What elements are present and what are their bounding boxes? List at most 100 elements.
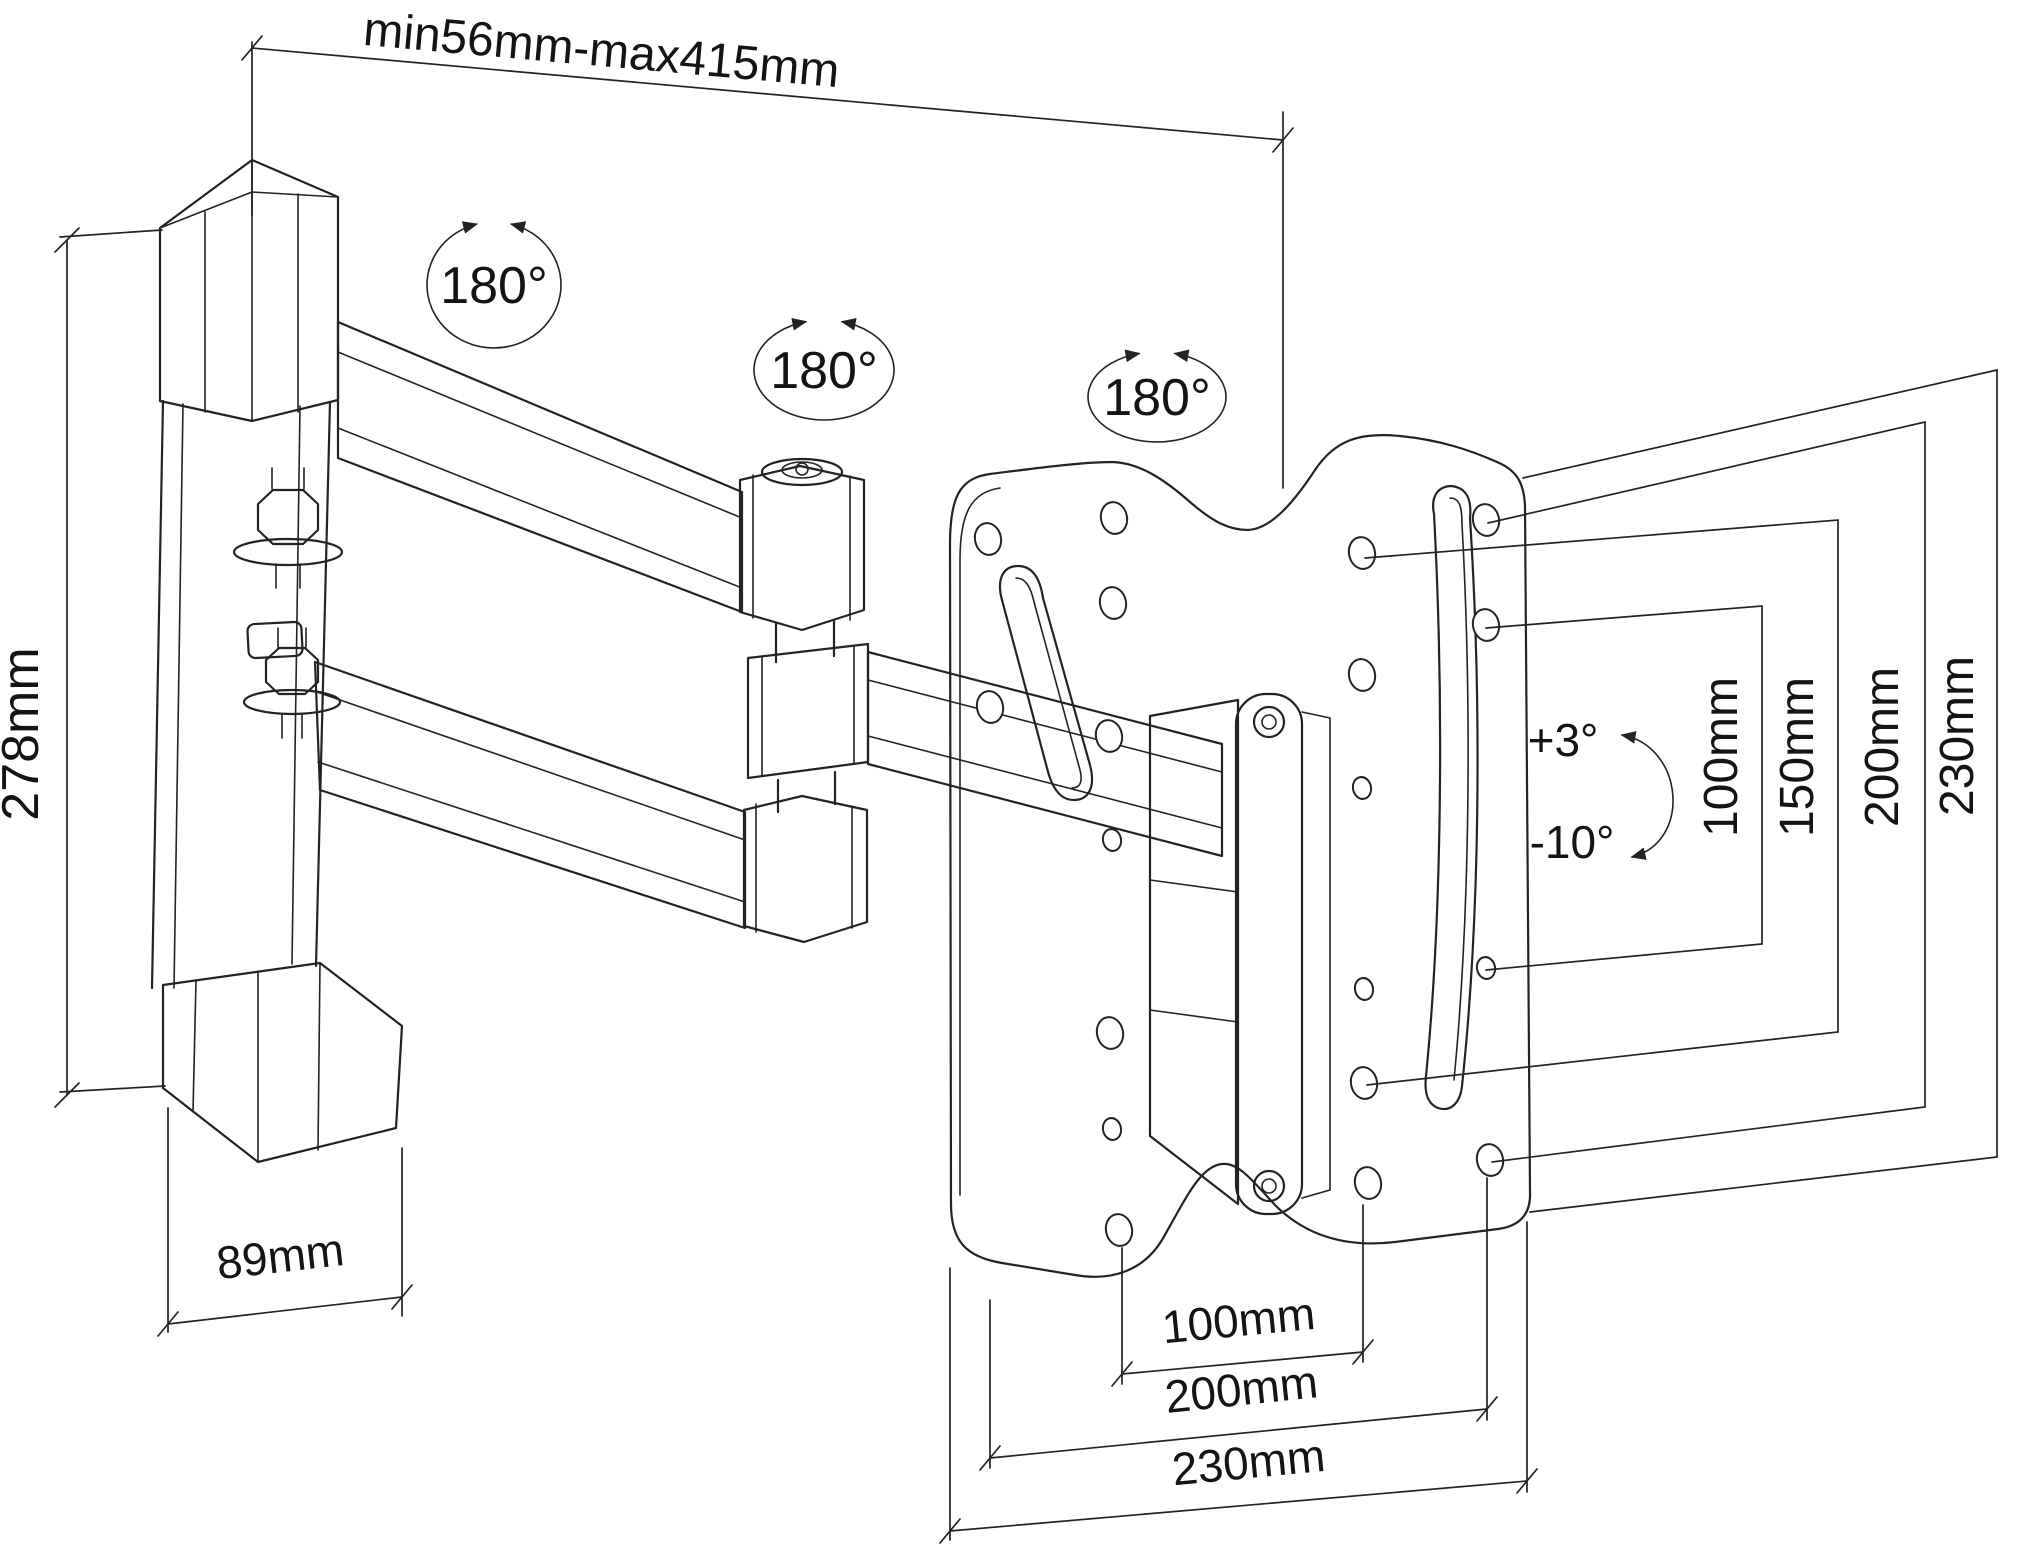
- lower-arm-outline: [313, 660, 747, 930]
- dim-ext-lines: [949, 1177, 1528, 1541]
- wall-bracket-top-cap-panels: [204, 191, 299, 422]
- side-height-200-label: 200mm: [1856, 667, 1909, 827]
- elbow-pivot-cap: [760, 457, 844, 487]
- dim-frame-150: [1364, 519, 1839, 1086]
- rotation-arc: [1087, 349, 1227, 443]
- vesa-slot-left-inner: [1015, 577, 1082, 789]
- tilt-down-label: -10°: [1530, 816, 1615, 868]
- elbow-pivot-bolt: [795, 462, 809, 476]
- dim-ticks: [939, 1339, 1538, 1544]
- elbow-pivot-inner: [781, 461, 823, 479]
- dim-line: [251, 47, 1284, 141]
- pivot-bolt-lower: [242, 627, 342, 739]
- washer: [242, 688, 342, 716]
- elbow-bottom-cube-edges: [755, 803, 853, 933]
- wall-bracket-plate: [150, 399, 332, 990]
- vesa-hole: [1094, 719, 1124, 753]
- vesa-hole: [1349, 1066, 1379, 1100]
- dim-line-230: [949, 1480, 1528, 1532]
- wall-plate-width-label: 89mm: [214, 1223, 347, 1289]
- rotation-arc: [426, 221, 562, 349]
- vesa-hole: [1095, 1016, 1125, 1050]
- hinge-screw-bottom-center: [1261, 1178, 1277, 1194]
- forearm: [866, 650, 1224, 858]
- wall-bracket-top-cap-bevel: [159, 159, 339, 229]
- elbow-post-upper: [774, 618, 836, 664]
- rotation-badge-plate: 180°: [1087, 349, 1227, 443]
- rotation-arc: [753, 317, 895, 421]
- elbow-middle-block: [746, 642, 870, 780]
- dim-frame-100: [1485, 605, 1763, 971]
- bottom-width-200-label: 200mm: [1162, 1355, 1320, 1423]
- dim-side-heights: 100mm 150mm 200mm 230mm: [1364, 368, 1998, 1213]
- wall-bracket-bottom-cap: [161, 961, 404, 1164]
- elbow-top-cube-edges: [752, 474, 851, 621]
- hinge-block-bands: [1149, 879, 1239, 1023]
- bolt-stem: [271, 467, 305, 589]
- hinge-screw-top: [1252, 705, 1286, 739]
- pivot-bolt-upper: [232, 467, 344, 589]
- side-height-150-label: 150mm: [1771, 677, 1824, 837]
- bolt-stem: [277, 627, 307, 739]
- vesa-holes: [973, 501, 1505, 1247]
- dim-ext-lines: [59, 229, 166, 1093]
- vesa-hole: [973, 522, 1003, 556]
- lower-arm-lines: [316, 691, 746, 903]
- dim-wall-plate-width: 89mm: [157, 1107, 413, 1337]
- forearm-lines: [867, 679, 1223, 829]
- hinge-screw-top-center: [1261, 714, 1277, 730]
- side-height-230-label: 230mm: [1931, 656, 1984, 816]
- vesa-hole: [1353, 977, 1375, 1001]
- vesa-hole: [1104, 1213, 1134, 1247]
- vesa-slot-right: [1424, 484, 1479, 1111]
- tilt-hinge: [1148, 692, 1331, 1216]
- dim-frame-200: [1487, 420, 1926, 1163]
- dim-ticks: [54, 227, 80, 1108]
- vesa-hole: [1101, 1117, 1123, 1141]
- vesa-hole: [1471, 608, 1501, 642]
- vesa-hole: [1475, 1143, 1505, 1177]
- vesa-hole: [1475, 956, 1497, 980]
- hex-nut: [264, 646, 320, 696]
- hinge-screw-bottom: [1252, 1169, 1286, 1203]
- dim-line-100: [1121, 1351, 1364, 1375]
- dim-ext-lines: [167, 1107, 403, 1333]
- upper-arm-lines: [337, 351, 743, 589]
- rotation-badge-wall: 180°: [426, 221, 562, 349]
- bracket-slot: [246, 620, 304, 660]
- wall-bracket-top-cap: [158, 158, 340, 423]
- vesa-hole: [975, 690, 1005, 724]
- wall-bracket-bottom-cap-panels: [192, 962, 321, 1162]
- tilt-up-label: +3°: [1528, 714, 1599, 766]
- dim-ticks: [241, 35, 1294, 153]
- vesa-plate: [948, 433, 1532, 1278]
- vesa-hole: [1101, 828, 1123, 852]
- hex-nut: [256, 488, 320, 546]
- elbow-top-cube: [738, 464, 866, 632]
- vesa-hole: [1347, 536, 1377, 570]
- swivel-wall-label: 180°: [440, 257, 548, 315]
- tilt-annotation: +3° -10°: [1528, 714, 1674, 868]
- vesa-slot-right-inner: [1449, 497, 1469, 1081]
- extension-range-label: min56mm-max415mm: [361, 3, 841, 98]
- vesa-slot-left: [998, 564, 1094, 802]
- upper-arm-outline: [336, 320, 744, 614]
- side-height-100-label: 100mm: [1695, 677, 1748, 837]
- hinge-side: [1301, 711, 1331, 1199]
- elbow-post-lower: [776, 770, 837, 814]
- upper-arm: [336, 320, 744, 614]
- forearm-outline: [866, 650, 1224, 858]
- hinge-block: [1148, 698, 1240, 1206]
- elbow-bottom-cube: [742, 794, 869, 944]
- dim-ext-lines: [251, 41, 1284, 489]
- vesa-hole: [1098, 586, 1128, 620]
- swivel-plate-label: 180°: [1103, 369, 1211, 427]
- vesa-hole: [1099, 501, 1129, 535]
- vesa-hole: [1353, 1166, 1383, 1200]
- vesa-hole: [1351, 776, 1373, 800]
- elbow-assembly: [738, 457, 870, 944]
- wall-bracket-plate-inner: [173, 403, 301, 989]
- mount-height-label: 278mm: [0, 647, 50, 820]
